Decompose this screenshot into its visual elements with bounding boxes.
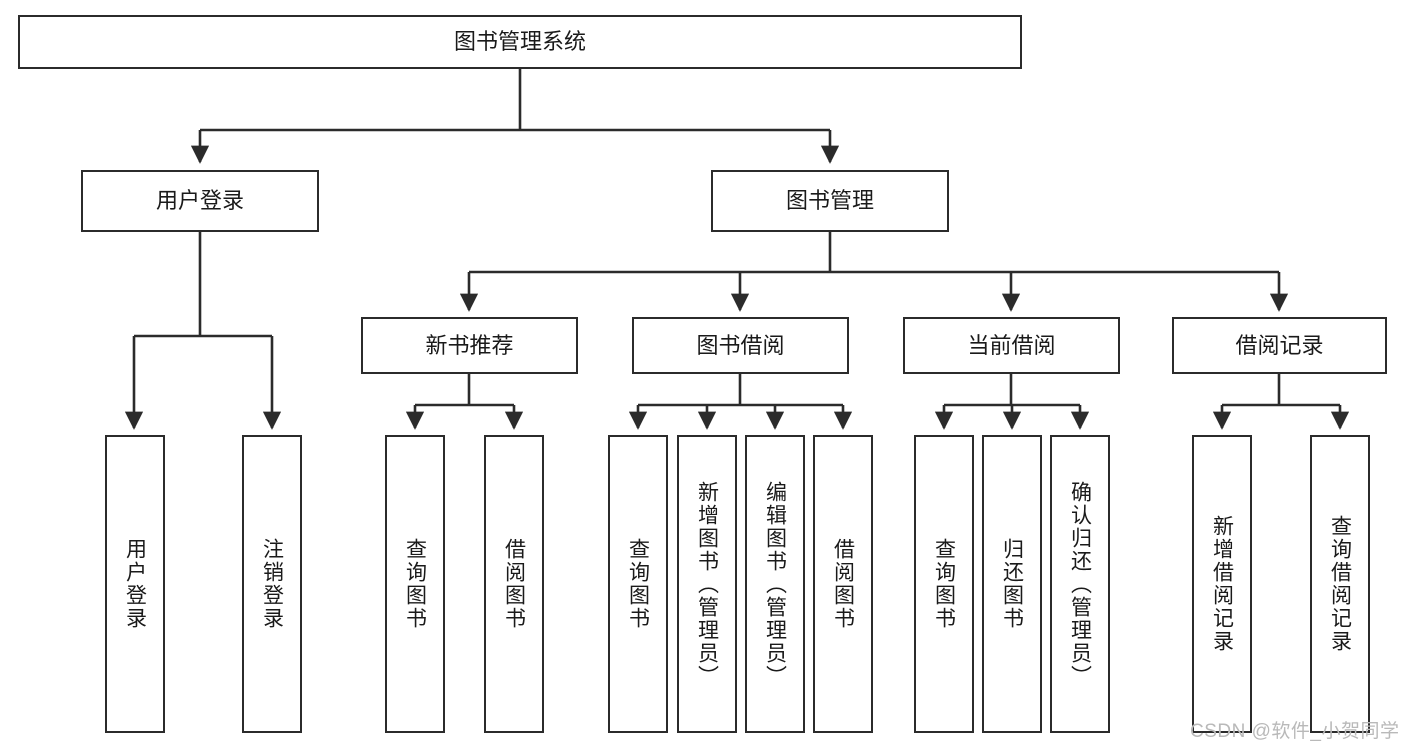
node-new-book-rec-label: 新书推荐 [425,332,514,358]
node-book-manage[interactable]: 图书管理 [711,170,949,232]
node-leaf-query-record[interactable]: 查询借阅记录 [1310,435,1370,733]
node-book-borrow-label: 图书借阅 [696,332,785,358]
node-leaf-edit-book[interactable]: 编辑图书（管理员） [745,435,805,733]
node-leaf-return-book-label: 归还图书 [1000,538,1024,630]
node-root-label: 图书管理系统 [453,29,586,55]
node-leaf-query-book-1[interactable]: 查询图书 [385,435,445,733]
node-leaf-borrow-book-2-label: 借阅图书 [831,538,855,630]
node-leaf-add-book[interactable]: 新增图书（管理员） [677,435,737,733]
node-leaf-borrow-book-1-label: 借阅图书 [502,538,526,630]
node-root[interactable]: 图书管理系统 [18,15,1022,69]
node-leaf-query-book-3[interactable]: 查询图书 [914,435,974,733]
node-leaf-borrow-book-1[interactable]: 借阅图书 [484,435,544,733]
node-borrow-record[interactable]: 借阅记录 [1172,317,1387,374]
node-leaf-query-book-1-label: 查询图书 [403,538,427,630]
node-leaf-user-login[interactable]: 用户登录 [105,435,165,733]
node-leaf-query-book-2-label: 查询图书 [626,538,650,630]
node-book-borrow[interactable]: 图书借阅 [632,317,849,374]
csdn-watermark: CSDN @软件_小贺同学 [1190,721,1400,742]
node-leaf-logout-label: 注销登录 [260,538,284,630]
node-borrow-record-label: 借阅记录 [1235,332,1324,358]
node-new-book-rec[interactable]: 新书推荐 [361,317,578,374]
node-leaf-add-book-label: 新增图书（管理员） [695,480,719,688]
node-leaf-add-record[interactable]: 新增借阅记录 [1192,435,1252,733]
node-leaf-borrow-book-2[interactable]: 借阅图书 [813,435,873,733]
node-leaf-add-record-label: 新增借阅记录 [1210,515,1234,653]
node-book-manage-label: 图书管理 [785,188,874,214]
node-current-borrow-label: 当前借阅 [967,332,1056,358]
node-leaf-logout[interactable]: 注销登录 [242,435,302,733]
node-leaf-confirm-return-label: 确认归还（管理员） [1068,480,1092,688]
node-leaf-edit-book-label: 编辑图书（管理员） [763,480,787,688]
node-leaf-query-record-label: 查询借阅记录 [1328,515,1352,653]
node-leaf-user-login-label: 用户登录 [123,538,147,630]
node-leaf-return-book[interactable]: 归还图书 [982,435,1042,733]
node-leaf-confirm-return[interactable]: 确认归还（管理员） [1050,435,1110,733]
node-leaf-query-book-2[interactable]: 查询图书 [608,435,668,733]
node-leaf-query-book-3-label: 查询图书 [932,538,956,630]
node-user-login-label: 用户登录 [155,188,244,214]
node-user-login[interactable]: 用户登录 [81,170,319,232]
node-current-borrow[interactable]: 当前借阅 [903,317,1120,374]
